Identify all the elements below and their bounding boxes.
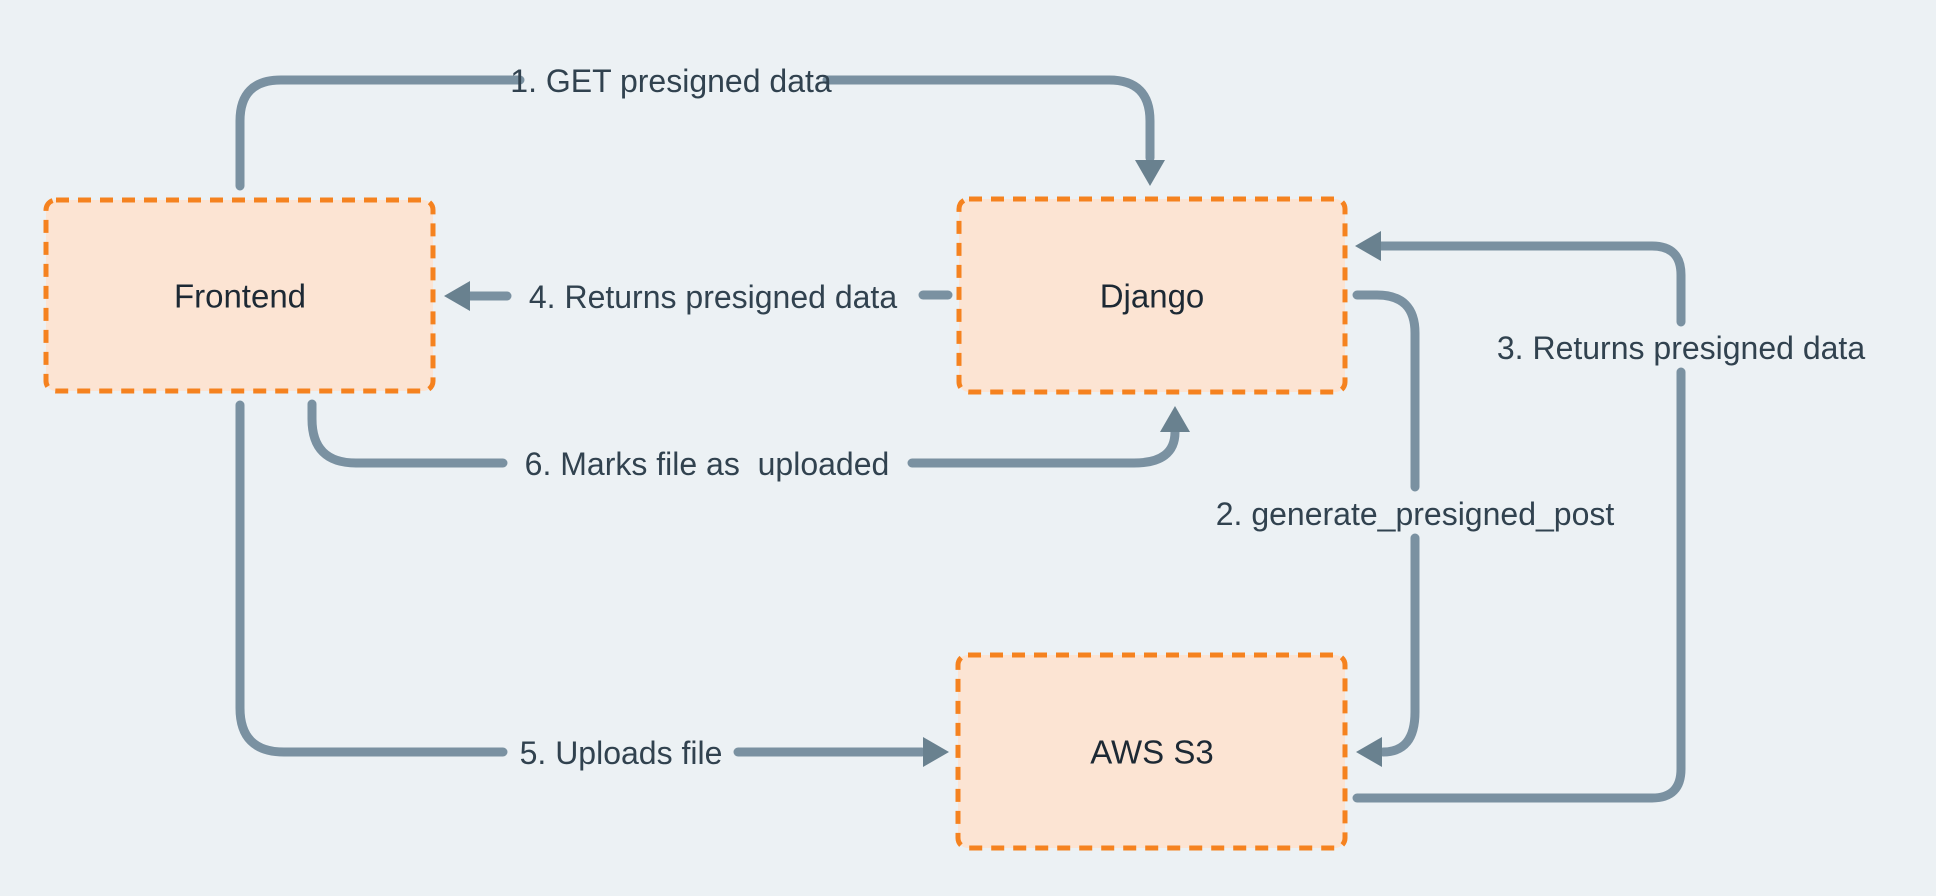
flow-1-line-start bbox=[235, 75, 525, 191]
node-django-box bbox=[956, 196, 1348, 395]
node-aws-s3-box bbox=[955, 652, 1348, 851]
node-frontend-label: Frontend bbox=[174, 278, 306, 315]
flow-5-label: 5. Uploads file bbox=[520, 735, 723, 771]
node-django-label: Django bbox=[1100, 278, 1205, 315]
flow-5-line-start bbox=[235, 400, 508, 757]
flow-1-arrowhead bbox=[1135, 160, 1165, 186]
flow-2-line-start bbox=[1352, 290, 1420, 492]
flow-3-line-end bbox=[1376, 241, 1686, 327]
connectors-layer bbox=[235, 75, 1686, 803]
node-aws-s3-label: AWS S3 bbox=[1090, 734, 1213, 771]
node-frontend-box bbox=[43, 197, 436, 394]
flow-2-line-end bbox=[1378, 533, 1420, 757]
flow-4-arrowhead bbox=[444, 281, 470, 311]
flow-2-label: 2. generate_presigned_post bbox=[1216, 496, 1615, 532]
flow-4-label: 4. Returns presigned data bbox=[529, 279, 897, 315]
flow-2-arrowhead bbox=[1356, 737, 1382, 767]
flow-1-label: 1. GET presigned data bbox=[510, 63, 832, 99]
flow-6-label: 6. Marks file as uploaded bbox=[525, 446, 890, 482]
node-labels-layer: Frontend Django AWS S3 bbox=[174, 278, 1214, 771]
arrowheads-layer bbox=[444, 160, 1382, 767]
flow-labels-layer: 1. GET presigned data 2. generate_presig… bbox=[510, 63, 1865, 771]
flow-5-arrowhead bbox=[923, 737, 949, 767]
flow-3-label: 3. Returns presigned data bbox=[1497, 330, 1865, 366]
flow-3-arrowhead bbox=[1355, 231, 1381, 261]
flow-6-line-start bbox=[307, 399, 508, 468]
flow-6-arrowhead bbox=[1160, 406, 1190, 432]
flow-1-line-end bbox=[822, 75, 1155, 163]
nodes-layer bbox=[43, 196, 1348, 851]
flow-3-line-start bbox=[1352, 367, 1686, 803]
flow-6-line-end bbox=[907, 427, 1180, 468]
